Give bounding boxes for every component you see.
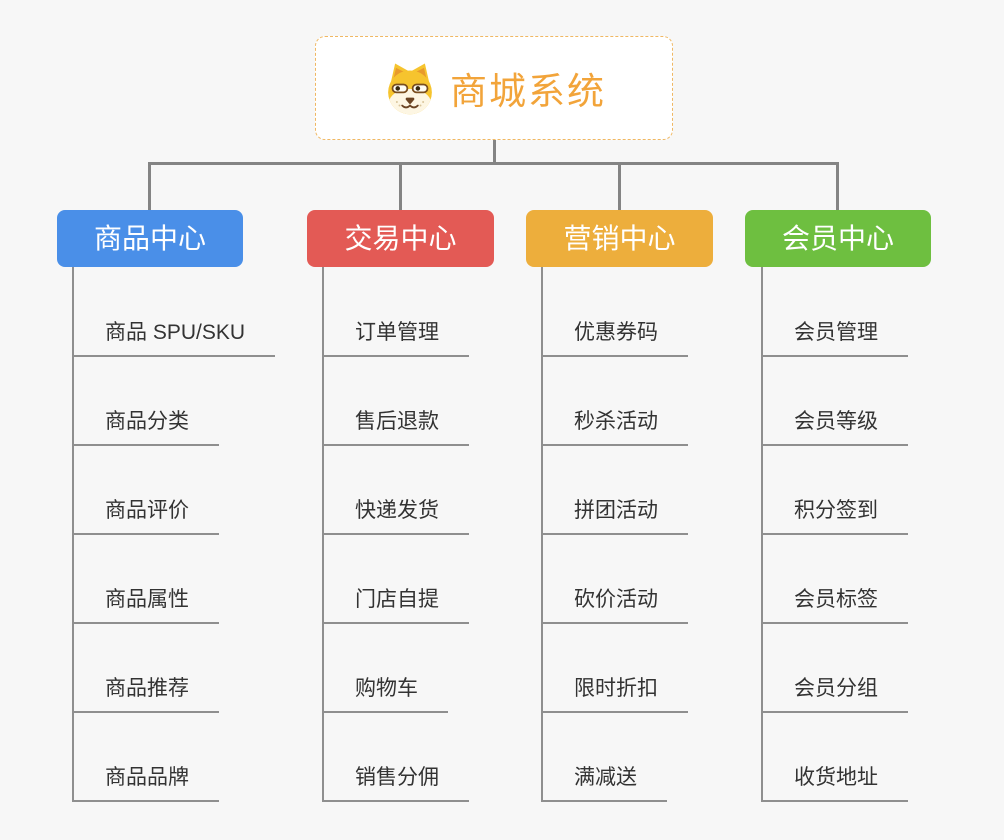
leaf-item[interactable]: 会员标签 [761, 587, 908, 624]
branch-node-trade[interactable]: 交易中心 [307, 210, 494, 267]
leaf-item[interactable]: 商品推荐 [72, 676, 219, 713]
leaf-item[interactable]: 限时折扣 [541, 676, 688, 713]
leaf-item[interactable]: 商品分类 [72, 409, 219, 446]
leaf-item[interactable]: 会员管理 [761, 320, 908, 357]
leaf-item[interactable]: 快递发货 [322, 498, 469, 535]
leaf-item[interactable]: 砍价活动 [541, 587, 688, 624]
connector-stub-products [148, 162, 151, 210]
leaf-item[interactable]: 满减送 [541, 765, 667, 802]
leaf-item[interactable]: 秒杀活动 [541, 409, 688, 446]
branch-node-members[interactable]: 会员中心 [745, 210, 931, 267]
root-title: 商城系统 [450, 71, 606, 112]
leaf-item[interactable]: 商品品牌 [72, 765, 219, 802]
leaf-item[interactable]: 拼团活动 [541, 498, 688, 535]
dog-mascot-icon [382, 60, 438, 116]
branch-node-marketing[interactable]: 营销中心 [526, 210, 713, 267]
connector-stub-members [836, 162, 839, 210]
connector-main-horizontal [148, 162, 839, 165]
leaf-item[interactable]: 优惠券码 [541, 320, 688, 357]
leaf-item[interactable]: 购物车 [322, 676, 448, 713]
leaf-item[interactable]: 会员分组 [761, 676, 908, 713]
connector-stub-marketing [618, 162, 621, 210]
leaf-item[interactable]: 订单管理 [322, 320, 469, 357]
connector-stub-trade [399, 162, 402, 210]
connector-root-vertical [493, 140, 496, 165]
leaf-item[interactable]: 门店自提 [322, 587, 469, 624]
leaf-item[interactable]: 售后退款 [322, 409, 469, 446]
leaf-item[interactable]: 积分签到 [761, 498, 908, 535]
branch-node-products[interactable]: 商品中心 [57, 210, 243, 267]
leaf-item[interactable]: 销售分佣 [322, 765, 469, 802]
leaf-item[interactable]: 会员等级 [761, 409, 908, 446]
root-node[interactable]: 商城系统 [315, 36, 673, 140]
leaf-item[interactable]: 商品 SPU/SKU [72, 320, 276, 357]
leaf-item[interactable]: 收货地址 [761, 765, 908, 802]
leaf-item[interactable]: 商品属性 [72, 587, 219, 624]
leaf-item[interactable]: 商品评价 [72, 498, 219, 535]
